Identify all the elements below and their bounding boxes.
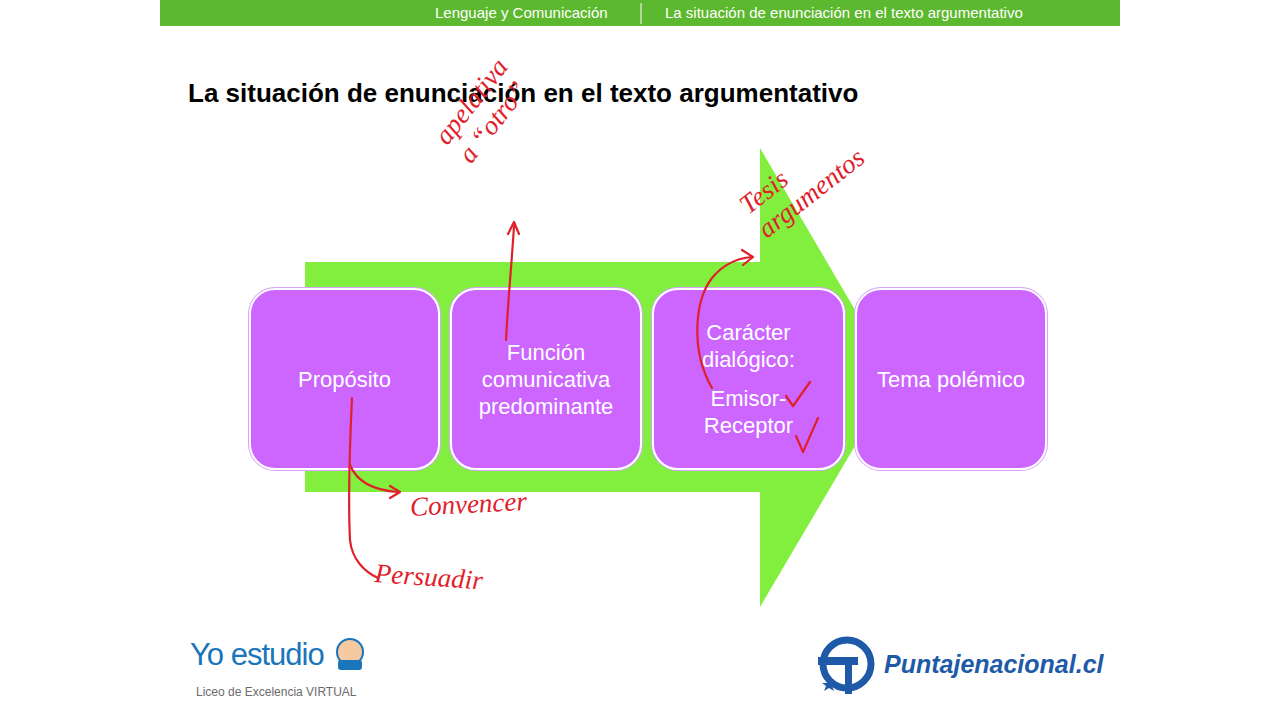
header-text: Lenguaje y Comunicación bbox=[435, 4, 608, 21]
arrow-head bbox=[508, 222, 519, 234]
header-divider bbox=[641, 3, 642, 24]
logo-text: Puntajenacional.cl bbox=[884, 650, 1104, 679]
box-text: Propósito bbox=[298, 366, 391, 393]
box-text: Tema polémico bbox=[877, 366, 1025, 393]
process-box: Función comunicativa predominante bbox=[450, 288, 642, 470]
logo-subtitle: Liceo de Excelencia VIRTUAL bbox=[196, 685, 357, 699]
logo-symbol bbox=[845, 660, 852, 694]
box-text: Emisor-Receptor bbox=[689, 385, 809, 439]
box-text: Carácter dialógico: bbox=[664, 319, 833, 373]
box-text: Función comunicativa predominante bbox=[462, 339, 630, 420]
mascot-icon bbox=[338, 660, 362, 670]
logo-text: Yo estudio bbox=[190, 637, 324, 673]
handwritten-note: Persuadir bbox=[374, 558, 484, 595]
process-box: Carácter dialógico: Emisor-Receptor bbox=[652, 288, 845, 470]
process-box: Tema polémico bbox=[855, 288, 1047, 470]
handwritten-note: Tesis argumentos bbox=[734, 104, 889, 244]
logo-star bbox=[822, 678, 836, 691]
arrow-head bbox=[742, 250, 753, 265]
process-box: Propósito bbox=[249, 288, 440, 470]
header-bar bbox=[160, 0, 1120, 26]
header-text: La situación de enunciación en el texto … bbox=[665, 4, 1023, 21]
arrow-head bbox=[390, 486, 400, 498]
handwritten-note: Convencer bbox=[409, 486, 527, 522]
